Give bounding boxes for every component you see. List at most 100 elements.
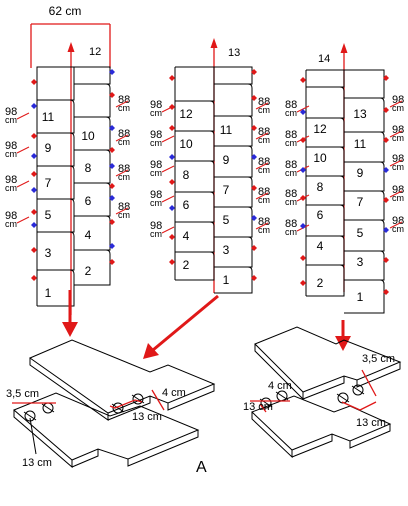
- spacing-value: 88: [118, 128, 130, 140]
- spacing-leader: [115, 134, 129, 142]
- spacing-value: 88: [258, 96, 270, 108]
- column-2-left-stringer: [174, 66, 215, 281]
- step-number: 7: [45, 176, 52, 190]
- down-arrow-right-head: [335, 336, 351, 351]
- anchor-marker: [169, 154, 175, 160]
- detail-left-dim-right-b: 13 cm: [132, 411, 162, 423]
- spacing-value: 98: [5, 140, 17, 152]
- bolt-icon: [260, 397, 272, 409]
- spacing-unit: cm: [5, 219, 17, 229]
- detail-left-top-board-edge: [29, 358, 109, 421]
- spacing-leader: [255, 222, 269, 230]
- detail-left-dim-top-left: 3,5 cm: [6, 388, 39, 400]
- spacing-unit: cm: [258, 105, 270, 115]
- spacing-value: 88: [118, 94, 130, 106]
- step-number: 10: [81, 129, 95, 143]
- spacing-unit: cm: [118, 103, 130, 113]
- detail-left-dim-right-a: 4 cm: [162, 387, 186, 399]
- anchor-marker: [251, 154, 257, 160]
- spacing-value: 88: [118, 201, 130, 213]
- step-number: 9: [45, 141, 52, 155]
- spacing-leader: [161, 226, 175, 234]
- spacing-leader: [255, 192, 269, 200]
- anchor-marker: [251, 275, 257, 281]
- anchor-marker: [300, 255, 306, 261]
- spacing-leader: [161, 135, 175, 143]
- anchor-marker: [383, 289, 389, 295]
- spacing-value: 88: [258, 186, 270, 198]
- anchor-marker: [300, 195, 306, 201]
- spacing-value: 88: [285, 159, 297, 171]
- detail-right-top-board-edge3: [356, 362, 401, 388]
- anchor-marker: [109, 243, 115, 249]
- spacing-unit: cm: [258, 225, 270, 235]
- spacing-value: 98: [5, 210, 17, 222]
- anchor-marker: [109, 92, 115, 98]
- anchor-marker: [31, 79, 37, 85]
- detail-right-top-board-edge2: [302, 376, 345, 400]
- spacing-unit: cm: [118, 172, 130, 182]
- step-number: 1: [357, 290, 364, 304]
- column-3-right-stringer: [344, 69, 385, 314]
- anchor-marker: [109, 125, 115, 131]
- detail-right: [251, 326, 402, 459]
- anchor-marker: [109, 219, 115, 225]
- spacing-leader: [161, 195, 175, 203]
- walk-arrow-head-1: [67, 42, 75, 52]
- dim-line-13cm: [151, 389, 165, 411]
- anchor-marker: [169, 259, 175, 265]
- arrow-number-1: 12: [89, 46, 101, 58]
- column-1-right-stringer: [74, 66, 111, 286]
- spacing-unit: cm: [392, 133, 404, 143]
- spacing-value: 98: [392, 124, 404, 136]
- column-1-left-stringer: [36, 66, 75, 307]
- detail-left-bottom-board-edge3: [127, 430, 199, 467]
- step-number: 8: [317, 180, 324, 194]
- spacing-leader: [255, 162, 269, 170]
- anchor-marker: [109, 259, 115, 265]
- step-number: 2: [317, 276, 324, 290]
- width-dimension-label: 62 cm: [49, 4, 82, 18]
- spacing-unit: cm: [285, 138, 297, 148]
- anchor-marker: [300, 77, 306, 83]
- spacing-unit: cm: [285, 168, 297, 178]
- step-number: 5: [357, 226, 364, 240]
- spacing-leader: [389, 130, 403, 138]
- step-number: 4: [317, 239, 324, 253]
- anchor-marker: [251, 69, 257, 75]
- anchor-marker: [31, 247, 37, 253]
- anchor-marker: [169, 125, 175, 131]
- anchor-marker: [383, 75, 389, 81]
- spacing-unit: cm: [392, 162, 404, 172]
- diag-arrow-head: [143, 343, 159, 359]
- step-number: 1: [223, 273, 230, 287]
- detail-right-dim-left-b: 13 cm: [243, 401, 273, 413]
- step-number: 10: [313, 151, 327, 165]
- anchor-marker: [300, 109, 306, 115]
- dim-line-13cm-bottom: [341, 401, 377, 411]
- spacing-value: 88: [285, 218, 297, 230]
- arrow-number-2: 13: [228, 47, 240, 59]
- detail-right-dim-left-a: 4 cm: [268, 380, 292, 392]
- anchor-marker: [31, 153, 37, 159]
- step-number: 9: [357, 166, 364, 180]
- spacing-value: 88: [258, 126, 270, 138]
- walk-arrow-head-3: [340, 43, 348, 53]
- column-3-left-stringer: [305, 69, 345, 297]
- step-number: 1: [45, 286, 52, 300]
- detail-right-bottom-board-edge: [251, 412, 293, 459]
- bolt-shank-icon: [259, 391, 289, 408]
- detail-left-top-board-edge3: [167, 384, 215, 411]
- detail-left-top-board-edge2: [107, 396, 151, 421]
- dim-line-13cm-left: [259, 403, 267, 413]
- spacing-leader: [16, 216, 30, 224]
- spacing-unit: cm: [285, 227, 297, 237]
- step-number: 12: [313, 122, 327, 136]
- anchor-marker: [109, 183, 115, 189]
- step-number: 4: [85, 228, 92, 242]
- spacing-leader: [389, 221, 403, 229]
- width-dimension: 62 cm: [30, 4, 111, 68]
- spacing-unit: cm: [258, 165, 270, 175]
